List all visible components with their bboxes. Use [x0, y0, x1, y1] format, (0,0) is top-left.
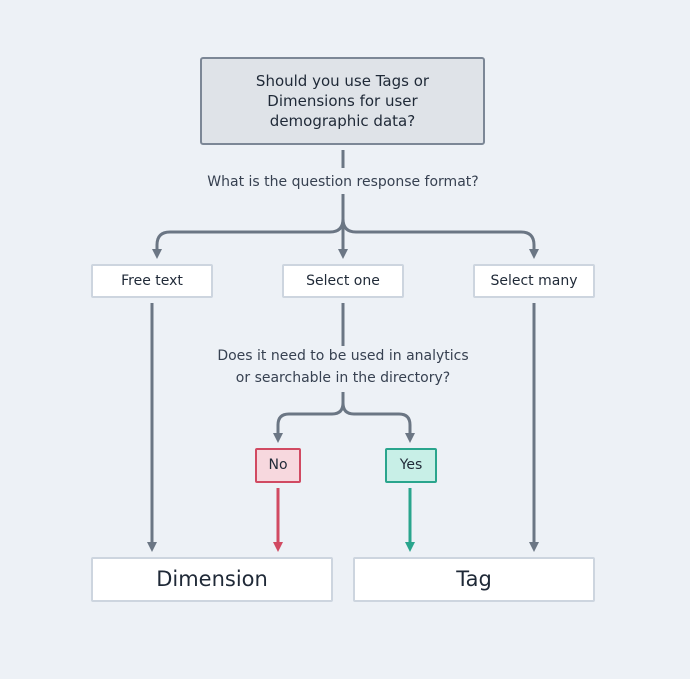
answer-yes-box: Yes	[385, 448, 437, 483]
connector-to-free-text	[152, 194, 345, 259]
option-select-many-label: Select many	[490, 272, 578, 289]
option-free-text: Free text	[91, 264, 213, 298]
connector-to-yes	[341, 392, 415, 443]
result-tag-label: Tag	[456, 567, 492, 592]
option-select-one-label: Select one	[306, 272, 380, 289]
result-tag-box: Tag	[353, 557, 595, 602]
root-question-box: Should you use Tags or Dimensions for us…	[200, 57, 485, 145]
analytics-question-line-1: Does it need to be used in analytics	[217, 348, 469, 364]
result-dimension-label: Dimension	[156, 567, 268, 592]
answer-yes-label: Yes	[399, 457, 423, 474]
option-select-one: Select one	[282, 264, 404, 298]
option-select-many: Select many	[473, 264, 595, 298]
response-format-question: What is the question response format?	[207, 174, 479, 190]
option-free-text-label: Free text	[121, 272, 183, 289]
analytics-question-line-2: or searchable in the directory?	[235, 370, 451, 387]
answer-no-box: No	[255, 448, 301, 483]
analytics-question: Does it need to be used in analytics or …	[180, 345, 506, 390]
connector-to-no	[273, 392, 345, 443]
result-dimension-box: Dimension	[91, 557, 333, 602]
connector-to-select-many	[341, 194, 539, 259]
root-question-text: Should you use Tags or Dimensions for us…	[255, 71, 430, 131]
answer-no-label: No	[268, 457, 288, 474]
